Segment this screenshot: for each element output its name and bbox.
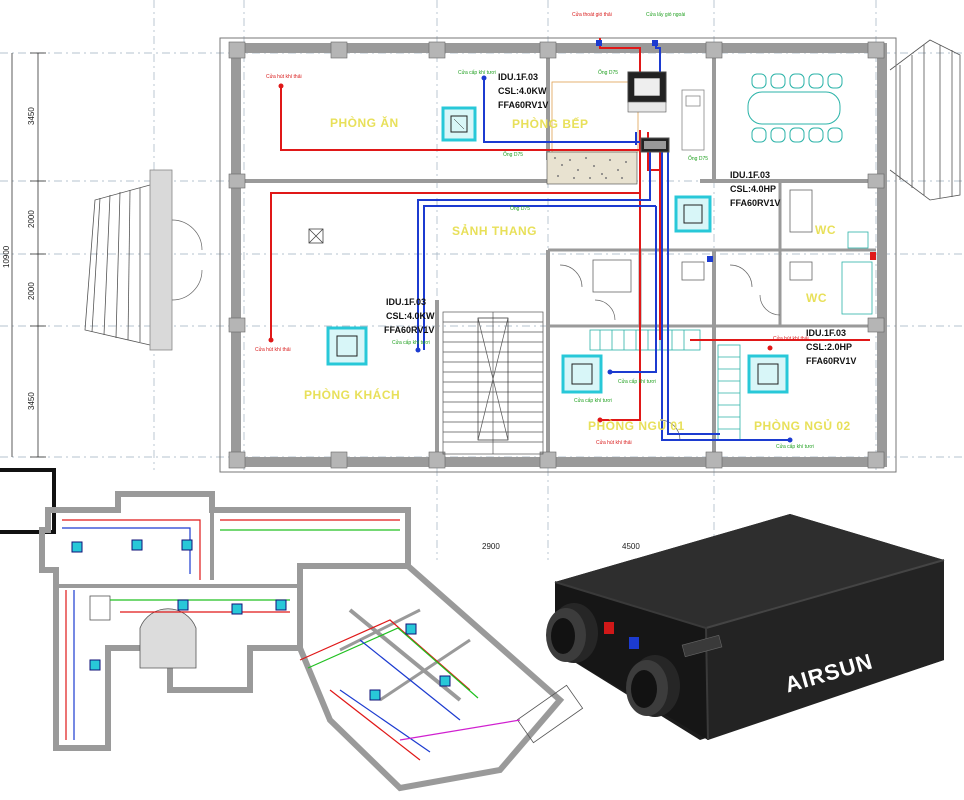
indoor-unit-bedroom-02: [747, 354, 789, 394]
spec-living-line1: IDU.1F.03: [386, 297, 426, 307]
note-duct-kitchen: Ống D75: [598, 69, 618, 76]
room-label-stair-hall: SẢNH THANG: [452, 223, 537, 238]
note-fresh-intake: Cửa lấy gió ngoài: [646, 11, 685, 18]
dim-left-3: 2000: [27, 282, 36, 300]
note-supply-dining: Cửa cấp khí tươi: [458, 69, 496, 76]
note-exhaust-outlet: Cửa thoát gió thải: [572, 11, 612, 18]
room-label-bedroom-02: PHÒNG NGỦ 02: [754, 418, 851, 433]
indoor-unit-living: [326, 326, 368, 366]
room-label-wc-1: WC: [815, 223, 836, 237]
dim-total: 10900: [2, 245, 11, 268]
spec-bedroom-02-line1: IDU.1F.03: [806, 328, 846, 338]
spec-living-line3: FFA60RV1V: [384, 325, 434, 335]
note-supply-wardrobe: Cửa cấp khí tươi: [618, 378, 656, 385]
staircase: [442, 311, 544, 455]
room-label-dining: PHÒNG ĂN: [330, 115, 399, 130]
note-exhaust-bedroom-01: Cửa hút khí thải: [596, 439, 632, 446]
door-swings: [171, 219, 781, 441]
secondary-floor-plan: [39, 491, 584, 792]
note-supply-living: Cửa cấp khí tươi: [392, 339, 430, 346]
right-entrance-steps: [889, 39, 961, 201]
spec-kitchen-line1: IDU.1F.03: [498, 72, 538, 82]
spec-bedroom-02-line3: FFA60RV1V: [806, 356, 856, 366]
note-supply-bedroom-02: Cửa cấp khí tươi: [776, 443, 814, 450]
dim-bottom-1: 2900: [482, 542, 500, 551]
note-duct-dining: Ống D75: [503, 151, 523, 158]
note-duct-hall: Ống D75: [510, 205, 530, 212]
spec-right-line1: IDU.1F.03: [730, 170, 770, 180]
exhaust-grilles: [268, 83, 773, 423]
secondary-plan-ducts: [62, 519, 521, 761]
kitchen-island-hatch: [546, 151, 638, 185]
spec-right-line2: CSL:4.0HP: [730, 184, 776, 194]
note-exhaust-bedroom-02: Cửa hút khí thải: [773, 335, 809, 342]
spec-bedroom-02-line2: CSL:2.0HP: [806, 342, 852, 352]
room-label-bedroom-01: PHÒNG NGỦ 01: [588, 418, 685, 433]
secondary-plan-units: [71, 539, 451, 701]
spec-right-line3: FFA60RV1V: [730, 198, 780, 208]
wall-pillars: [228, 41, 885, 469]
supply-grilles: [415, 75, 793, 443]
bathroom-fixtures: [592, 189, 873, 315]
device-spec-sticker: [681, 634, 723, 658]
indoor-unit-bedroom-01: [561, 354, 603, 394]
building-walls: [219, 37, 897, 473]
room-label-living: PHÒNG KHÁCH: [304, 387, 400, 402]
spec-kitchen-line2: CSL:4.0KW: [498, 86, 547, 96]
dimension-chain-left: [11, 52, 46, 458]
left-entrance-steps: [84, 169, 173, 351]
erv-dampers: [596, 40, 876, 262]
duct-collar-lower: [626, 655, 680, 717]
dim-left-4: 3450: [27, 392, 36, 410]
erv-unit-plan: [627, 71, 670, 153]
kitchen-island-pattern: [554, 157, 627, 179]
room-label-kitchen: PHÒNG BẾP: [512, 116, 589, 131]
device-blue-label: [629, 637, 639, 649]
note-exhaust-living: Cửa hút khí thải: [255, 346, 291, 353]
exhaust-ducts: [270, 38, 870, 421]
spec-kitchen-line3: FFA60RV1V: [498, 100, 548, 110]
note-supply-bedroom-01: Cửa cấp khí tươi: [574, 397, 612, 404]
supply-ducts: [417, 40, 790, 441]
note-duct-right: Ống D75: [688, 155, 708, 162]
device-red-label: [604, 622, 614, 634]
indoor-unit-right: [674, 195, 712, 233]
duct-collar-upper: [546, 603, 598, 663]
grid-lines: [0, 0, 964, 560]
spec-living-line2: CSL:4.0KW: [386, 311, 435, 321]
dim-left-1: 3450: [27, 107, 36, 125]
dim-bottom-2: 4500: [622, 542, 640, 551]
dining-table: [747, 73, 843, 143]
indoor-unit-dining: [441, 106, 477, 142]
room-label-wc-2: WC: [806, 291, 827, 305]
note-exhaust-dining: Cửa hút khí thải: [266, 73, 302, 80]
dim-left-2: 2000: [27, 210, 36, 228]
ceiling-fan-box: [308, 228, 324, 244]
